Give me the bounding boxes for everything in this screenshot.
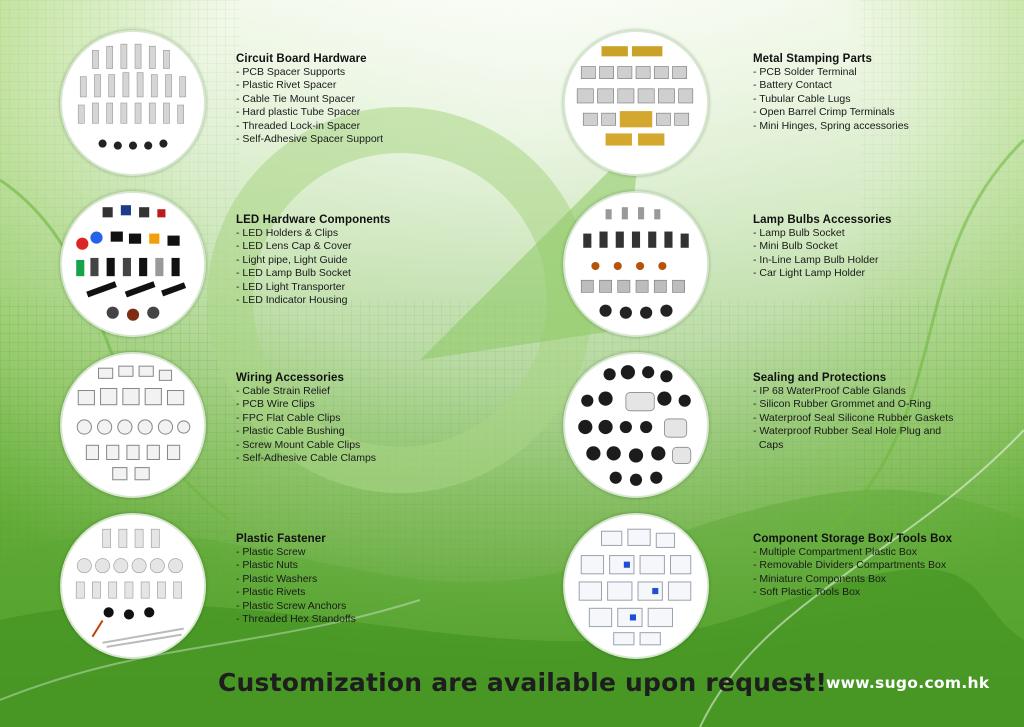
- list-item: - Threaded Hex Standoffs: [236, 613, 356, 626]
- list-item: - Self-Adhesive Cable Clamps: [236, 452, 377, 465]
- list-item: - Car Light Lamp Holder: [753, 267, 866, 280]
- metal-stamping-thumbnail-icon: [563, 30, 709, 176]
- led-hardware-thumbnail-icon: [60, 191, 206, 337]
- category-item-list: - Cable Strain Relief - PCB Wire Clips -…: [236, 385, 496, 465]
- sealing-grommet-thumbnail-icon: [563, 352, 709, 498]
- category-plastic-fastener: Plastic Fastener - Plastic Screw - Plast…: [236, 533, 496, 626]
- category-circuit-board-hardware: Circuit Board Hardware - PCB Spacer Supp…: [236, 53, 496, 146]
- wiring-accessories-thumbnail-icon: [60, 352, 206, 498]
- plastic-fastener-thumbnail-icon: [60, 513, 206, 659]
- category-item-list: - PCB Spacer Supports - Plastic Rivet Sp…: [236, 66, 496, 146]
- category-title: Sealing and Protections: [753, 372, 887, 384]
- list-item: - Lamp Bulb Socket: [753, 227, 845, 239]
- list-item: - Soft Plastic Tools Box: [753, 586, 861, 599]
- category-metal-stamping-parts: Metal Stamping Parts - PCB Solder Termin…: [753, 53, 1013, 133]
- list-item: - Plastic Screw: [236, 546, 306, 558]
- list-item: - LED Lamp Bulb Socket: [236, 267, 351, 280]
- list-item: - PCB Solder Terminal: [753, 66, 857, 78]
- category-title: Wiring Accessories: [236, 372, 345, 384]
- list-item: - Removable Dividers Compartments Box: [753, 559, 947, 572]
- list-item: - IP 68 WaterProof Cable Glands: [753, 385, 906, 397]
- category-wiring-accessories: Wiring Accessories - Cable Strain Relief…: [236, 372, 496, 465]
- category-component-storage-box: Component Storage Box/ Tools Box - Multi…: [753, 533, 1013, 600]
- list-item: - Threaded Lock-in Spacer: [236, 119, 361, 132]
- category-led-hardware-components: LED Hardware Components - LED Holders & …: [236, 214, 496, 307]
- list-item: - Waterproof Seal Silicone Rubber Gasket…: [753, 411, 954, 424]
- list-item: - FPC Flat Cable Clips: [236, 411, 341, 424]
- category-title: Component Storage Box/ Tools Box: [753, 533, 953, 545]
- list-item: - Waterproof Rubber Seal Hole Plug and: [753, 425, 942, 438]
- list-item: - Cable Tie Mount Spacer: [236, 92, 356, 105]
- list-item: - LED Light Transporter: [236, 280, 346, 293]
- list-item: - Screw Mount Cable Clips: [236, 438, 361, 451]
- list-item: - PCB Wire Clips: [236, 398, 315, 411]
- lamp-bulb-thumbnail-icon: [563, 191, 709, 337]
- list-item: - Mini Hinges, Spring accessories: [753, 119, 909, 132]
- list-item: - Plastic Cable Bushing: [236, 425, 345, 438]
- list-item: - Light pipe, Light Guide: [236, 253, 348, 266]
- category-item-list: - PCB Solder Terminal - Battery Contact …: [753, 66, 1013, 133]
- list-item: - Open Barrel Crimp Terminals: [753, 106, 895, 119]
- list-item: - Mini Bulb Socket: [753, 240, 838, 253]
- list-item: - Plastic Washers: [236, 572, 318, 585]
- category-item-list: - IP 68 WaterProof Cable Glands - Silico…: [753, 385, 1013, 452]
- list-item: - LED Lens Cap & Cover: [236, 240, 352, 253]
- list-item: - Battery Contact: [753, 79, 832, 92]
- list-item: - Plastic Rivet Spacer: [236, 79, 337, 92]
- list-item: - Cable Strain Relief: [236, 385, 330, 397]
- category-item-list: - Lamp Bulb Socket - Mini Bulb Socket - …: [753, 227, 1013, 281]
- storage-box-thumbnail-icon: [563, 513, 709, 659]
- list-item: - Plastic Nuts: [236, 559, 298, 572]
- category-title: Circuit Board Hardware: [236, 53, 367, 65]
- list-item: - Miniature Components Box: [753, 572, 887, 585]
- list-item: - Tubular Cable Lugs: [753, 92, 851, 105]
- category-title: Lamp Bulbs Accessories: [753, 214, 892, 226]
- category-title: Plastic Fastener: [236, 533, 326, 545]
- category-item-list: - Plastic Screw - Plastic Nuts - Plastic…: [236, 546, 496, 626]
- category-sealing-and-protections: Sealing and Protections - IP 68 WaterPro…: [753, 372, 1013, 452]
- list-item: - Plastic Rivets: [236, 586, 306, 599]
- category-title: LED Hardware Components: [236, 214, 391, 226]
- list-item: - In-Line Lamp Bulb Holder: [753, 253, 879, 266]
- list-item: - LED Indicator Housing: [236, 294, 348, 307]
- list-item: - Plastic Screw Anchors: [236, 599, 347, 612]
- list-item: - LED Holders & Clips: [236, 227, 339, 239]
- category-title: Metal Stamping Parts: [753, 53, 872, 65]
- category-item-list: - Multiple Compartment Plastic Box - Rem…: [753, 546, 1013, 600]
- category-lamp-bulbs-accessories: Lamp Bulbs Accessories - Lamp Bulb Socke…: [753, 214, 1013, 281]
- list-item: - Multiple Compartment Plastic Box: [753, 546, 917, 558]
- pcb-spacer-thumbnail-icon: [60, 30, 206, 176]
- list-item: Caps: [753, 438, 784, 451]
- list-item: - PCB Spacer Supports: [236, 66, 346, 78]
- list-item: - Self-Adhesive Spacer Support: [236, 133, 384, 146]
- list-item: - Silicon Rubber Grommet and O-Ring: [753, 398, 931, 411]
- category-item-list: - LED Holders & Clips - LED Lens Cap & C…: [236, 227, 496, 307]
- customization-tagline: Customization are available upon request…: [218, 668, 828, 697]
- list-item: - Hard plastic Tube Spacer: [236, 106, 361, 119]
- website-link[interactable]: www.sugo.com.hk: [826, 674, 990, 692]
